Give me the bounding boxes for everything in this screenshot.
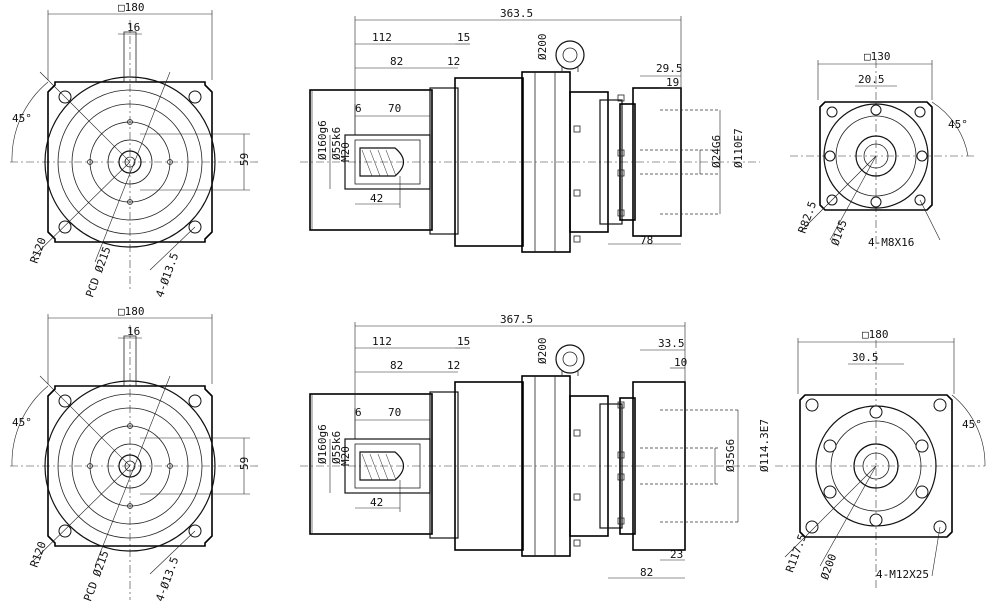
top-input-view: □130 20.5 45° R82.5 Ø145 4-M8X16 — [790, 50, 975, 250]
eye-label: Ø200 — [536, 34, 549, 61]
len-12-label: 12 — [447, 55, 460, 68]
len-23-label: 23 — [670, 548, 683, 561]
square-size-label: □180 — [118, 305, 145, 318]
dia-114-label: Ø114.3E7 — [758, 419, 771, 472]
input-flange — [799, 394, 953, 538]
len-33-5-label: 33.5 — [658, 337, 685, 350]
len-15-label: 15 — [457, 335, 470, 348]
dia-160-label: Ø160g6 — [316, 120, 329, 160]
len-42-label: 42 — [370, 192, 383, 205]
angle-label: 45° — [962, 418, 982, 431]
bottom-side-view: 367.5 112 15 82 12 70 6 42 Ø160g6 Ø55k6 … — [300, 313, 771, 579]
square-size-label: □180 — [118, 1, 145, 14]
dia-110-label: Ø110E7 — [732, 128, 745, 168]
thread-label: M20 — [339, 142, 352, 162]
len-112-label: 112 — [372, 335, 392, 348]
radius-label: R120 — [28, 236, 49, 265]
key-width-label: 16 — [127, 325, 140, 338]
radius-label: R120 — [28, 540, 49, 569]
angle-label: 45° — [12, 416, 32, 429]
len-6-label: 6 — [355, 102, 362, 115]
dim-59-label: 59 — [238, 457, 251, 470]
square-size-label: □130 — [864, 50, 891, 63]
threads-label: 4-M12X25 — [876, 568, 929, 581]
flange-square — [47, 81, 213, 243]
radius-label: R82.5 — [796, 200, 820, 236]
dia-35-label: Ø35G6 — [724, 439, 737, 472]
flange-square — [47, 385, 213, 547]
len-112-label: 112 — [372, 31, 392, 44]
len-82-label: 82 — [390, 55, 403, 68]
dia-label: Ø145 — [829, 218, 850, 247]
angle-label: 45° — [948, 118, 968, 131]
overall-length-label: 367.5 — [500, 313, 533, 326]
dim-20-5-label: 20.5 — [858, 73, 885, 86]
dim-30-5-label: 30.5 — [852, 351, 879, 364]
angle-label: 45° — [12, 112, 32, 125]
len-10-label: 10 — [674, 356, 687, 369]
dim-59-label: 59 — [238, 153, 251, 166]
holes-label: 4-Ø13.5 — [153, 555, 181, 603]
pcd-label: PCD Ø215 — [81, 549, 111, 603]
mount-hole — [188, 90, 202, 104]
len-12-label: 12 — [447, 359, 460, 372]
len-82-label: 82 — [390, 359, 403, 372]
dia-160-label: Ø160g6 — [316, 424, 329, 464]
len-78-label: 78 — [640, 234, 653, 247]
input-flange — [819, 101, 933, 211]
thread-label: M20 — [339, 446, 352, 466]
holes-label: 4-Ø13.5 — [153, 251, 181, 299]
dia-24-label: Ø24G6 — [710, 135, 723, 168]
dia-55-label: Ø55k6 — [330, 431, 343, 464]
len-15-label: 15 — [457, 31, 470, 44]
len-19-label: 19 — [666, 76, 679, 89]
top-side-view: 363.5 112 15 82 12 70 6 42 Ø160g6 Ø55k6 … — [300, 7, 760, 253]
eye-label: Ø200 — [536, 338, 549, 365]
len-6-label: 6 — [355, 406, 362, 419]
bottom-input-view: □180 30.5 45° R117.5 Ø200 4-M12X25 — [775, 328, 986, 590]
dia-55-label: Ø55k6 — [330, 127, 343, 160]
bottom-front-view: □180 16 45° 59 R120 PCD Ø215 4-Ø13.5 — [10, 305, 260, 603]
threads-label: 4-M8X16 — [868, 236, 914, 249]
len-70-label: 70 — [388, 406, 401, 419]
top-front-view: □180 16 45° 59 R120 PCD Ø215 4-Ø13.5 — [10, 1, 260, 299]
mount-hole — [58, 220, 72, 234]
pcd-label: PCD Ø215 — [83, 245, 113, 299]
dia-label: Ø200 — [818, 552, 839, 581]
square-size-label: □180 — [862, 328, 889, 341]
len-42-label: 42 — [370, 496, 383, 509]
radius-label: R117.5 — [783, 532, 809, 574]
key-width-label: 16 — [127, 21, 140, 34]
len-82b-label: 82 — [640, 566, 653, 579]
len-70-label: 70 — [388, 102, 401, 115]
overall-length-label: 363.5 — [500, 7, 533, 20]
len-29-5-label: 29.5 — [656, 62, 683, 75]
